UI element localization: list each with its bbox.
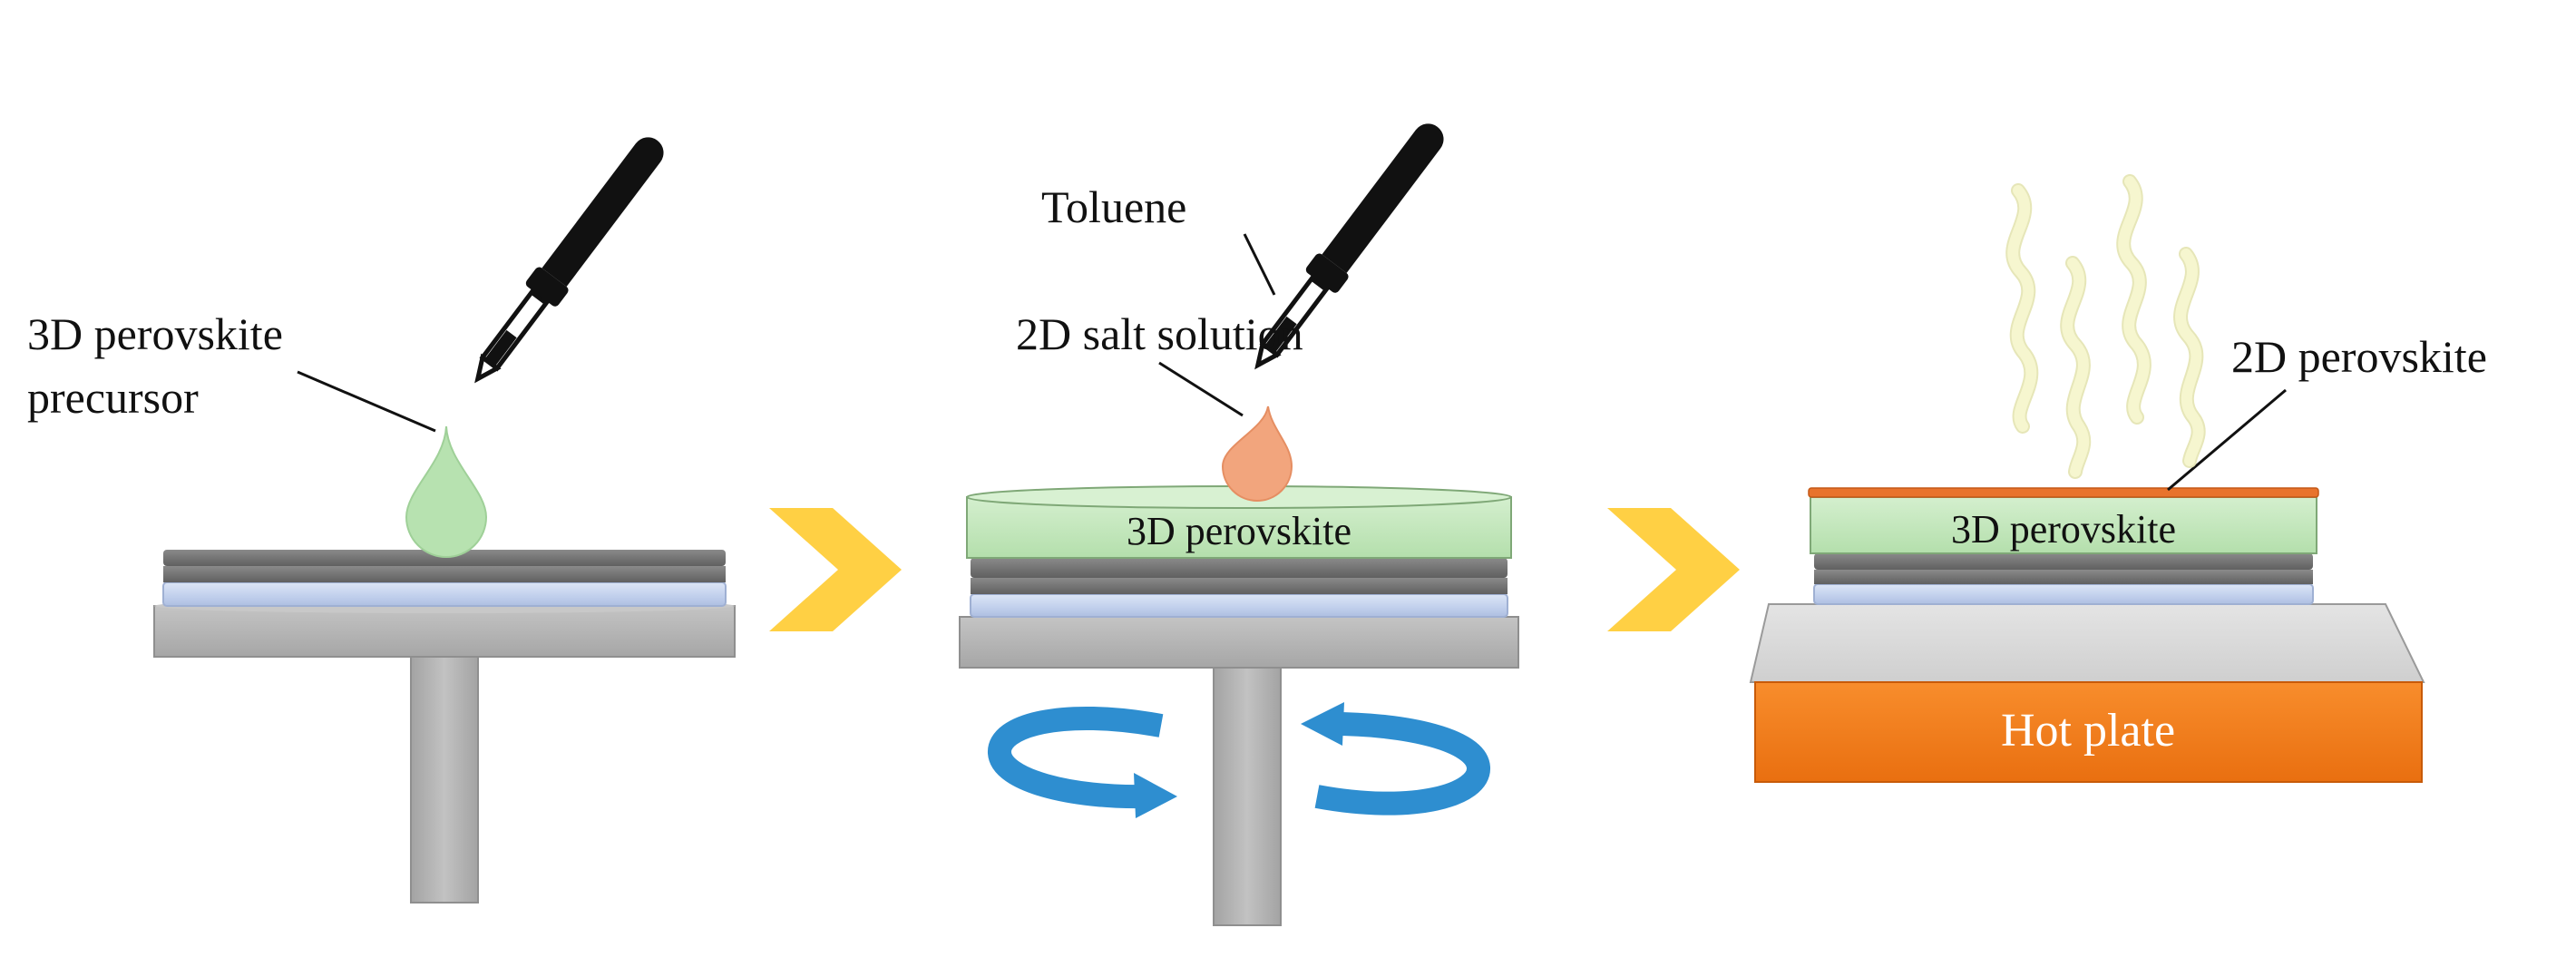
glass-substrate [970,593,1508,618]
perovskite-3d-film: 3D perovskite [1810,496,2317,554]
transport-layer [163,550,726,566]
salt-droplet [1221,405,1293,502]
precursor-label-line1: 3D perovskite [27,308,283,359]
substrate-stack [970,558,1508,618]
hot-plate-top [1749,603,2425,683]
spin-shaft [410,652,479,904]
film-label-step3: 3D perovskite [1951,507,2176,552]
electrode-layer [163,566,726,582]
step-3-annealing: Hot plate 3D perovskite 2D perovskite [1749,174,2487,783]
chuck-disc [959,616,1519,669]
substrate-stack [1813,553,2314,605]
precursor-droplet [405,425,488,558]
spin-coater-chuck [153,599,736,904]
pipette-icon [474,137,664,384]
hot-plate: Hot plate [1749,603,2425,783]
chevron-right-icon [1607,508,1740,631]
substrate-stack [162,550,727,607]
glass-substrate [162,581,727,607]
chevron-right-icon [769,508,902,631]
rotate-icon [988,702,1490,818]
electrode-layer [1814,570,2313,584]
precursor-label-line2: precursor [27,372,199,423]
pipette-icon [1254,123,1444,370]
top-layer-leader-line [2167,388,2287,492]
perovskite-2d-layer [1808,487,2319,498]
salt-solution-label: 2D salt solution [1016,308,1303,359]
transport-layer [971,558,1508,578]
step-1-deposit-precursor: 3D perovskite precursor [27,137,736,904]
film-label-step2: 3D perovskite [1127,509,1351,553]
electrode-layer [971,578,1508,594]
precursor-leader-line [297,370,436,433]
chuck-disc [153,605,736,658]
step-2-spin-coating: 3D perovskite 2D salt solution Toluene [959,123,1519,926]
glass-substrate [1813,583,2314,605]
hot-plate-label: Hot plate [2001,705,2175,757]
steam-icon [2005,174,2206,479]
toluene-leader-line [1243,233,1276,296]
hot-plate-body [1754,681,2423,783]
salt-leader-line [1158,361,1244,417]
toluene-label: Toluene [1041,181,1186,232]
spin-shaft [1213,652,1282,926]
perovskite-3d-film: 3D perovskite [966,485,1512,559]
transport-layer [1814,553,2313,570]
spin-coater-chuck [959,616,1519,926]
top-layer-label: 2D perovskite [2231,331,2487,382]
